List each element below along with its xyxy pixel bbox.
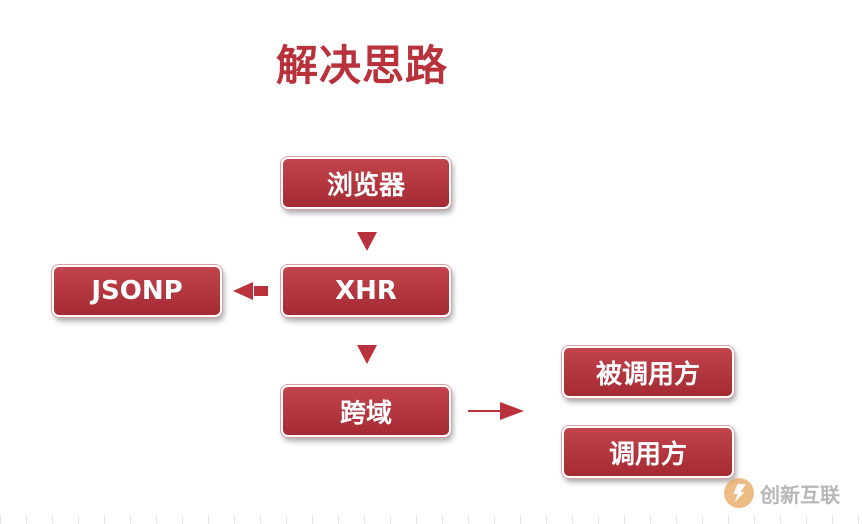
arrow-cross-domain-to-parties — [500, 402, 524, 420]
node-jsonp: JSONP — [52, 265, 222, 317]
watermark-logo-icon — [724, 478, 754, 508]
watermark-text: 创新互联 — [760, 482, 840, 507]
node-xhr: XHR — [281, 265, 451, 317]
diagram-title: 解决思路 — [276, 41, 449, 90]
arrow-xhr-to-jsonp — [233, 282, 253, 300]
node-callee: 被调用方 — [562, 346, 734, 398]
arrow-xhr-to-jsonp-tail — [254, 286, 268, 296]
arrow-xhr-to-cross-domain — [357, 345, 377, 364]
node-browser: 浏览器 — [281, 157, 451, 209]
node-cross-domain: 跨域 — [281, 385, 451, 437]
arrow-browser-to-xhr — [357, 232, 377, 251]
node-caller: 调用方 — [562, 426, 734, 478]
watermark: 创新互联 — [724, 478, 840, 508]
arrow-cross-domain-line — [468, 410, 500, 412]
bottom-divider — [0, 515, 862, 524]
